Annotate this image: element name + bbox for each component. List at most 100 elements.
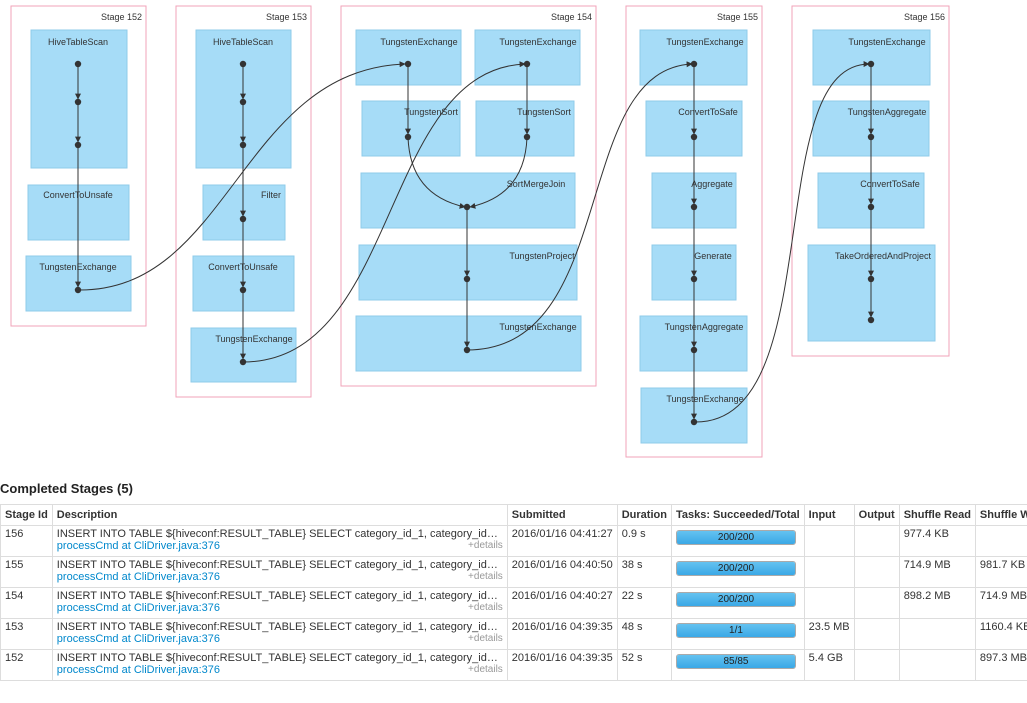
shuffle-write-cell: 897.3 MB bbox=[974, 649, 1027, 681]
duration-cell: 22 s bbox=[616, 587, 672, 619]
tasks-cell: 200/200 bbox=[670, 587, 805, 619]
operator-box[interactable] bbox=[360, 172, 576, 229]
col-submitted[interactable]: Submitted bbox=[506, 504, 618, 526]
stage-link[interactable]: processCmd at CliDriver.java:376 bbox=[56, 664, 221, 676]
operator-label: TungstenAggregate bbox=[665, 322, 744, 332]
tasks-progress-text: 200/200 bbox=[717, 563, 755, 574]
dag-node-dot bbox=[404, 133, 412, 141]
tasks-cell: 200/200 bbox=[670, 525, 805, 557]
output-cell bbox=[853, 525, 900, 557]
tasks-progress-text: 1/1 bbox=[729, 625, 743, 636]
dag-node-dot bbox=[867, 203, 875, 211]
output-cell bbox=[853, 556, 900, 588]
tasks-progress-bar: 200/200 bbox=[675, 530, 796, 545]
duration-cell: 52 s bbox=[616, 649, 672, 681]
tasks-progress-bar: 200/200 bbox=[675, 592, 796, 607]
dag-node-dot bbox=[690, 346, 698, 354]
col-input[interactable]: Input bbox=[803, 504, 855, 526]
details-toggle[interactable]: +details bbox=[468, 664, 503, 675]
operator-node[interactable]: TungstenProject bbox=[358, 244, 578, 301]
operator-node[interactable]: SortMergeJoin bbox=[360, 172, 576, 229]
submitted-cell: 2016/01/16 04:40:50 bbox=[506, 556, 618, 588]
operator-label: TungstenExchange bbox=[499, 322, 576, 332]
stage-link[interactable]: processCmd at CliDriver.java:376 bbox=[56, 602, 221, 614]
stage-link[interactable]: processCmd at CliDriver.java:376 bbox=[56, 540, 221, 552]
stage-link[interactable]: processCmd at CliDriver.java:376 bbox=[56, 633, 221, 645]
stage-id-cell: 152 bbox=[0, 649, 53, 681]
col-stage-id[interactable]: Stage Id bbox=[0, 504, 53, 526]
operator-label: TungstenProject bbox=[509, 251, 575, 261]
description-text: INSERT INTO TABLE ${hiveconf:RESULT_TABL… bbox=[56, 652, 503, 664]
duration-cell: 38 s bbox=[616, 556, 672, 588]
dag-edge bbox=[407, 136, 466, 209]
dag-node-dot bbox=[867, 275, 875, 283]
dag-node-dot bbox=[74, 98, 82, 106]
dag-node-dot bbox=[690, 275, 698, 283]
details-toggle[interactable]: +details bbox=[468, 540, 503, 551]
col-output[interactable]: Output bbox=[853, 504, 900, 526]
input-cell bbox=[803, 587, 855, 619]
operator-box[interactable] bbox=[475, 100, 575, 157]
tasks-cell: 200/200 bbox=[670, 556, 805, 588]
operator-label: TungstenAggregate bbox=[848, 107, 927, 117]
dag-node-dot bbox=[867, 133, 875, 141]
dag-edge bbox=[469, 136, 528, 209]
completed-stages-title[interactable]: Completed Stages (5) bbox=[0, 481, 133, 496]
col-description[interactable]: Description bbox=[51, 504, 508, 526]
operator-label: HiveTableScan bbox=[213, 37, 273, 47]
operator-label: Aggregate bbox=[691, 179, 733, 189]
submitted-cell: 2016/01/16 04:39:35 bbox=[506, 649, 618, 681]
operator-label: TungstenSort bbox=[404, 107, 458, 117]
tasks-progress-fill bbox=[676, 562, 795, 575]
tasks-progress-fill bbox=[676, 624, 795, 637]
stage-id-cell: 155 bbox=[0, 556, 53, 588]
shuffle-read-cell: 714.9 MB bbox=[898, 556, 976, 588]
operator-label: TungstenExchange bbox=[666, 37, 743, 47]
operator-node[interactable]: Filter bbox=[202, 184, 286, 241]
description-cell: INSERT INTO TABLE ${hiveconf:RESULT_TABL… bbox=[51, 649, 508, 681]
shuffle-read-cell bbox=[898, 649, 976, 681]
stage-label: Stage 156 bbox=[904, 12, 945, 22]
tasks-progress-fill bbox=[676, 655, 795, 668]
submitted-cell: 2016/01/16 04:40:27 bbox=[506, 587, 618, 619]
stage-label: Stage 154 bbox=[551, 12, 592, 22]
col-duration[interactable]: Duration bbox=[616, 504, 672, 526]
tasks-progress-fill bbox=[676, 531, 795, 544]
stage-id-cell: 156 bbox=[0, 525, 53, 557]
details-toggle[interactable]: +details bbox=[468, 571, 503, 582]
operator-label: Generate bbox=[694, 251, 732, 261]
duration-cell: 48 s bbox=[616, 618, 672, 650]
operator-node[interactable]: TungstenExchange bbox=[355, 315, 582, 372]
details-toggle[interactable]: +details bbox=[468, 633, 503, 644]
cross-stage-edge bbox=[242, 61, 526, 363]
dag-node-dot bbox=[867, 316, 875, 324]
operator-label: ConvertToSafe bbox=[678, 107, 738, 117]
col-shuffle-read[interactable]: Shuffle Read bbox=[898, 504, 976, 526]
operator-label: TakeOrderedAndProject bbox=[835, 251, 932, 261]
dag-node-dot bbox=[463, 275, 471, 283]
stage-link[interactable]: processCmd at CliDriver.java:376 bbox=[56, 571, 221, 583]
operator-node[interactable]: TungstenSort bbox=[475, 100, 575, 157]
stage-label: Stage 155 bbox=[717, 12, 758, 22]
input-cell bbox=[803, 556, 855, 588]
cross-stage-edge bbox=[77, 61, 406, 291]
col-tasks[interactable]: Tasks: Succeeded/Total bbox=[670, 504, 805, 526]
shuffle-write-cell bbox=[974, 525, 1027, 557]
details-toggle[interactable]: +details bbox=[468, 602, 503, 613]
dag-node-dot bbox=[239, 60, 247, 68]
input-cell bbox=[803, 525, 855, 557]
shuffle-write-cell: 714.9 MB bbox=[974, 587, 1027, 619]
operator-label: SortMergeJoin bbox=[507, 179, 566, 189]
dag-node-dot bbox=[239, 141, 247, 149]
description-text: INSERT INTO TABLE ${hiveconf:RESULT_TABL… bbox=[56, 559, 503, 571]
col-shuffle-write[interactable]: Shuffle Write bbox=[974, 504, 1027, 526]
tasks-progress-bar: 85/85 bbox=[675, 654, 796, 669]
dag-node-dot bbox=[239, 286, 247, 294]
operator-label: TungstenExchange bbox=[848, 37, 925, 47]
operator-label: Filter bbox=[261, 190, 281, 200]
